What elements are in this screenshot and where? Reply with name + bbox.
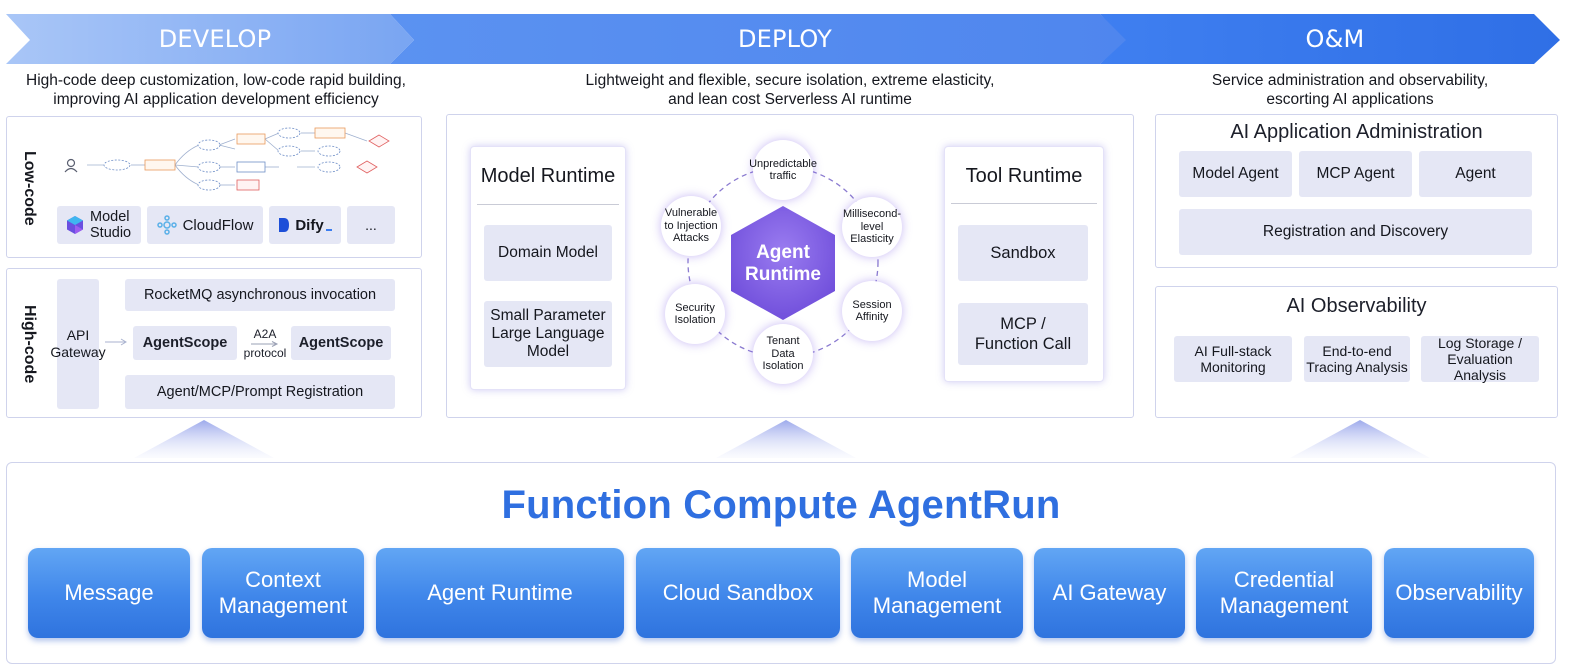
flow-node <box>317 145 341 157</box>
connector-glow-deploy <box>716 420 856 458</box>
flow-node-orange <box>314 127 346 139</box>
cloudflow-icon <box>156 215 177 235</box>
model-runtime-card: Model Runtime Domain Model Small Paramet… <box>470 146 626 390</box>
observability-title: AI Observability <box>1286 295 1427 317</box>
flow-node <box>277 127 301 139</box>
module-message[interactable]: Message <box>28 548 190 638</box>
develop-banner-shape <box>6 14 414 64</box>
model-agent-item[interactable]: Model Agent <box>1179 151 1292 197</box>
admin-title: AI Application Administration <box>1230 121 1483 143</box>
tool-label: Dify <box>295 216 324 234</box>
flow-node-red <box>236 179 260 191</box>
mcp-agent-item[interactable]: MCP Agent <box>1299 151 1412 197</box>
deploy-banner-shape <box>390 14 1126 64</box>
workflow-diagram <box>64 127 390 191</box>
connector-arrows <box>105 338 127 346</box>
tool-runtime-card: Tool Runtime Sandbox MCP /Function Call <box>944 146 1104 382</box>
flow-node-orange <box>236 133 266 145</box>
dify-underscore <box>325 229 332 231</box>
rocketmq-block[interactable]: RocketMQ asynchronous invocation <box>125 279 395 311</box>
connector-glow-develop <box>134 420 274 458</box>
flow-diamond <box>356 160 378 174</box>
flow-node <box>317 161 341 173</box>
module-observability[interactable]: Observability <box>1384 548 1534 638</box>
flow-diamond <box>368 134 390 148</box>
domain-model-item[interactable]: Domain Model <box>484 225 612 281</box>
flow-node-orange <box>144 159 176 171</box>
tool-label: CloudFlow <box>182 216 254 234</box>
divider <box>477 204 619 205</box>
flow-node <box>103 159 131 171</box>
platform-title: Function Compute AgentRun <box>501 483 1061 527</box>
deploy-phase-label: DEPLOY <box>737 25 833 53</box>
develop-phase-label: DEVELOP <box>158 25 272 53</box>
om-subtitle: Service administration and observability… <box>1211 72 1489 108</box>
flow-node <box>236 161 266 173</box>
highcode-label: High-code <box>21 304 38 384</box>
om-phase-label: O&M <box>1305 25 1365 53</box>
dify-icon <box>279 218 290 232</box>
log-evaluation-item[interactable]: Log Storage /Evaluation Analysis <box>1421 335 1539 383</box>
deploy-subtitle: Lightweight and flexible, secure isolati… <box>585 72 995 108</box>
module-cloud-sandbox[interactable]: Cloud Sandbox <box>636 548 840 638</box>
lowcode-panel: Low-code <box>6 116 422 258</box>
model-runtime-title: Model Runtime <box>480 165 616 187</box>
tool-more[interactable]: ... <box>347 206 395 244</box>
om-banner-shape <box>1100 14 1560 64</box>
phase-banner <box>6 14 1560 64</box>
agentscope-left[interactable]: AgentScope <box>133 326 237 360</box>
registration-block[interactable]: Agent/MCP/Prompt Registration <box>125 375 395 409</box>
sandbox-item[interactable]: Sandbox <box>958 225 1088 281</box>
connector-glow-om <box>1290 420 1430 458</box>
a2a-protocol-label: A2A protocol <box>243 327 287 360</box>
module-agent-runtime[interactable]: Agent Runtime <box>376 548 624 638</box>
module-ai-gateway[interactable]: AI Gateway <box>1034 548 1185 638</box>
flow-node <box>277 145 301 157</box>
develop-subtitle: High-code deep customization, low-code r… <box>26 72 406 108</box>
agentscope-right[interactable]: AgentScope <box>291 326 391 360</box>
admin-panel: AI Application Administration Model Agen… <box>1155 114 1558 268</box>
flow-node <box>197 179 221 191</box>
divider <box>951 203 1097 204</box>
lowcode-label: Low-code <box>21 150 38 226</box>
tool-dify[interactable]: Dify <box>269 206 341 244</box>
model-studio-icon <box>67 216 83 234</box>
user-icon <box>64 158 78 173</box>
agent-runtime-hexagon <box>731 206 835 320</box>
tool-runtime-title: Tool Runtime <box>965 165 1083 187</box>
flow-node <box>197 139 221 151</box>
mcp-function-call-item[interactable]: MCP /Function Call <box>958 303 1088 365</box>
agent-item[interactable]: Agent <box>1419 151 1532 197</box>
flow-node <box>197 161 221 173</box>
registration-discovery-item[interactable]: Registration and Discovery <box>1179 209 1532 255</box>
tool-cloudflow[interactable]: CloudFlow <box>147 206 263 244</box>
arrow-right-icon <box>251 341 279 347</box>
